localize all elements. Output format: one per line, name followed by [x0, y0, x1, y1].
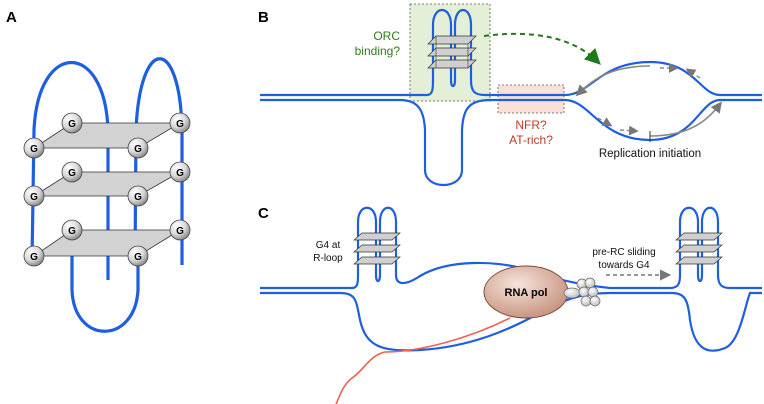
svg-text:G: G [134, 192, 142, 203]
svg-text:G: G [176, 119, 184, 130]
nfr-label-line2: AT-rich? [509, 133, 553, 147]
g-base-c1: G [61, 219, 83, 241]
panel-b-letter: B [258, 9, 269, 26]
svg-text:G: G [176, 168, 184, 179]
g4-strand-right-loop [133, 57, 184, 266]
rna-transcript [335, 317, 511, 404]
g4-tetrads-c-left [353, 232, 401, 265]
svg-text:G: G [176, 226, 184, 237]
g-base-a1: G [61, 112, 83, 134]
g4-tetrads-b [427, 35, 477, 69]
rna-pol-label: RNA pol [505, 287, 548, 299]
g4-strand-left-loop [30, 60, 110, 280]
panel-a: A G G G G G G G G G G G G [6, 9, 191, 333]
pre-rc-label-line2: towards G4 [598, 260, 650, 271]
g-base-b3: G [23, 185, 45, 207]
bubble-arrow-upper-right [685, 68, 701, 79]
orc-label-line2: binding? [355, 44, 401, 58]
dna-top-strand-b [260, 8, 762, 97]
panel-c-letter: C [258, 205, 269, 222]
g-base-c2: G [169, 219, 191, 241]
g-base-c3: G [23, 245, 45, 267]
g-tetrad-bottom [32, 229, 182, 257]
bubble-arrow-lower-left [597, 117, 613, 127]
bubble-arrow-lower-right [649, 101, 722, 137]
replication-initiation-label: Replication initiation [599, 148, 701, 160]
bubble-dash-bottom [619, 125, 639, 136]
g-base-a3: G [23, 137, 45, 159]
panel-b: B ORC binding? NFR? AT-rich? R [258, 3, 762, 186]
g-base-a4: G [127, 137, 149, 159]
g-base-c4: G [127, 245, 149, 267]
bubble-arrow-upper-left [575, 65, 651, 97]
g-tetrad-middle [32, 171, 182, 197]
svg-text:G: G [68, 119, 76, 130]
nfr-label-line1: NFR? [515, 118, 547, 132]
g-tetrad-top [32, 122, 182, 149]
pre-rc-label-line1: pre-RC sliding [592, 247, 655, 258]
svg-text:G: G [30, 192, 38, 203]
svg-text:G: G [68, 226, 76, 237]
g-base-b1: G [61, 161, 83, 183]
g4-tetrads-c-right [675, 232, 723, 265]
g4-strand-bottom-loop [70, 232, 140, 333]
orc-to-origin-arrow [483, 32, 601, 65]
g-base-a2: G [169, 112, 191, 134]
panel-a-letter: A [6, 9, 17, 26]
g-base-b2: G [169, 161, 191, 183]
svg-text:G: G [68, 168, 76, 179]
orc-label-line1: ORC [373, 29, 400, 43]
g4-rloop-label-line1: G4 at [316, 240, 341, 251]
pre-rc-complex [563, 277, 601, 307]
g-base-b4: G [127, 185, 149, 207]
svg-text:G: G [30, 144, 38, 155]
svg-text:G: G [30, 252, 38, 263]
svg-text:G: G [134, 144, 142, 155]
panel-c: C RNA pol [258, 205, 762, 404]
svg-text:G: G [134, 252, 142, 263]
g4-rloop-label-line2: R-loop [313, 253, 343, 264]
